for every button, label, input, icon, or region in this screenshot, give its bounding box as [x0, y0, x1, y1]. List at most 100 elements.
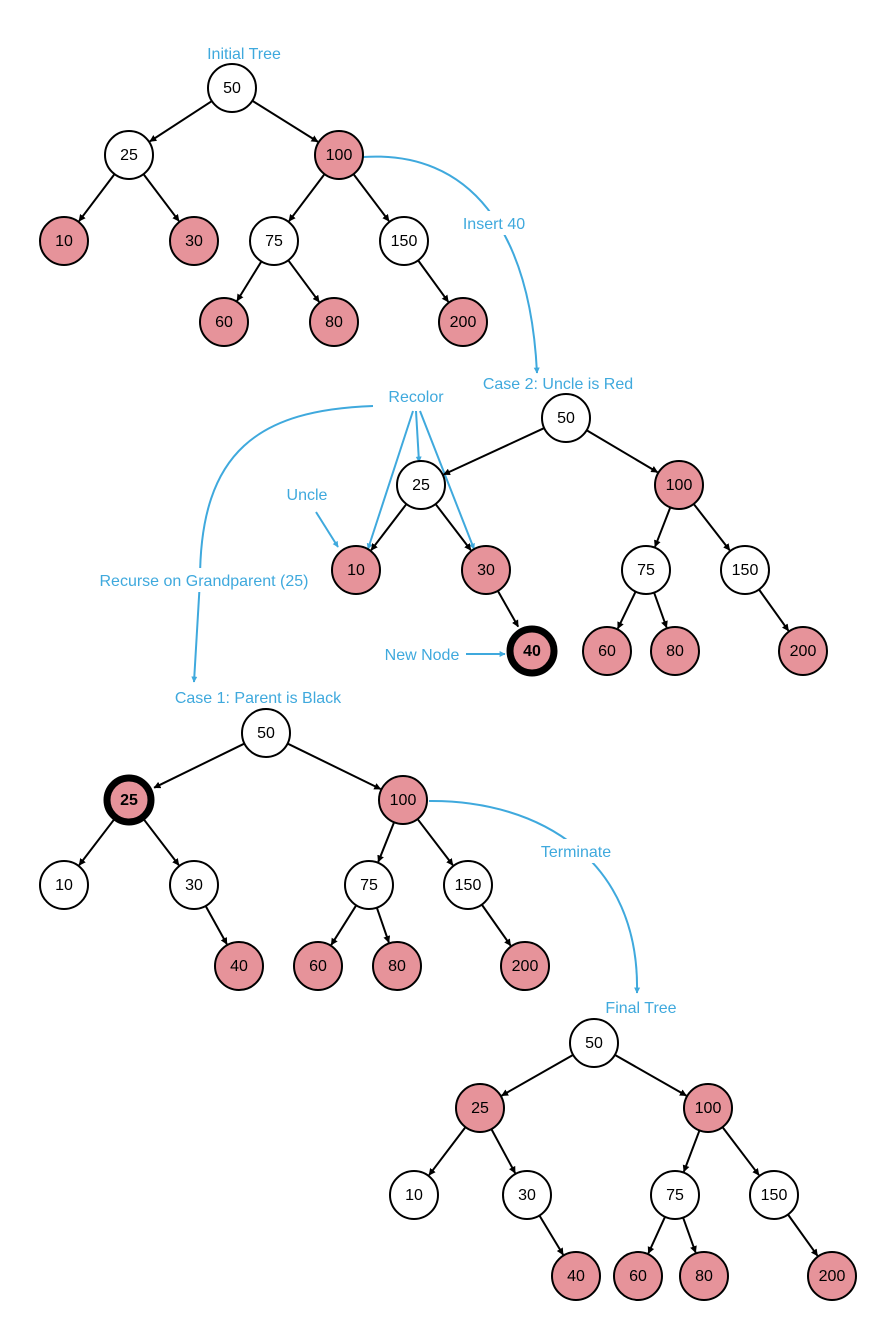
node-circle — [461, 545, 511, 595]
edge-150-200 — [480, 904, 512, 947]
edge-75-60 — [330, 904, 358, 946]
edge-100-150 — [721, 1126, 760, 1176]
node-circle — [455, 1083, 505, 1133]
tree-node-50: 50 — [569, 1018, 619, 1068]
node-circle — [569, 1018, 619, 1068]
node-label: 80 — [325, 314, 343, 331]
edge-30-40 — [496, 590, 520, 628]
edge-75-60 — [647, 1216, 666, 1254]
node-circle — [613, 1251, 663, 1301]
tree-node-150: 150 — [443, 860, 493, 910]
new-node-label: New Node — [385, 647, 460, 664]
tree-node-50: 50 — [207, 63, 257, 113]
node-label: 80 — [388, 958, 406, 975]
recolor-arrow-25 — [415, 410, 422, 463]
edge-75-80 — [653, 592, 668, 629]
tree-node-75: 75 — [621, 545, 671, 595]
tree-node-10: 10 — [389, 1170, 439, 1220]
node-label: 60 — [629, 1268, 647, 1285]
edge-50-25 — [443, 427, 545, 476]
node-label: 200 — [450, 314, 477, 331]
node-label: 60 — [309, 958, 327, 975]
tree-node-25: 25 — [396, 460, 446, 510]
node-circle — [654, 460, 704, 510]
node-label: 75 — [360, 877, 378, 894]
node-label: 10 — [405, 1187, 423, 1204]
node-label: 150 — [732, 562, 759, 579]
tree-node-10: 10 — [331, 545, 381, 595]
tree-node-100: 100 — [378, 775, 428, 825]
node-circle — [582, 626, 632, 676]
edge-25-10 — [78, 818, 116, 866]
node-circle — [621, 545, 671, 595]
node-circle — [807, 1251, 857, 1301]
edge-25-30 — [490, 1128, 516, 1174]
node-circle — [241, 708, 291, 758]
node-circle — [199, 297, 249, 347]
node-label: 75 — [637, 562, 655, 579]
node-circle — [749, 1170, 799, 1220]
edge-100-75 — [377, 821, 396, 863]
tree-node-25: 25 — [104, 130, 154, 180]
insert-arrow — [362, 155, 540, 374]
tree-node-200: 200 — [807, 1251, 857, 1301]
node-label: 100 — [390, 792, 417, 809]
tree-node-30: 30 — [169, 860, 219, 910]
tree-node-10: 10 — [39, 216, 89, 266]
node-circle — [39, 860, 89, 910]
node-circle — [372, 941, 422, 991]
tree-node-30: 30 — [502, 1170, 552, 1220]
edge-50-25 — [149, 100, 213, 143]
edge-25-30 — [434, 503, 472, 551]
node-label: 30 — [477, 562, 495, 579]
recurse-label: Recurse on Grandparent (25) — [100, 573, 309, 590]
edge-50-100 — [287, 742, 382, 790]
tree-node-75: 75 — [344, 860, 394, 910]
node-circle — [344, 860, 394, 910]
node-circle — [502, 1170, 552, 1220]
edge-50-100 — [614, 1054, 687, 1097]
node-circle — [104, 130, 154, 180]
tree-node-80: 80 — [309, 297, 359, 347]
uncle-arrow — [315, 511, 339, 548]
node-circle — [378, 775, 428, 825]
tree-node-100: 100 — [314, 130, 364, 180]
edge-30-40 — [204, 905, 228, 945]
node-label: 200 — [819, 1268, 846, 1285]
tree-node-200: 200 — [778, 626, 828, 676]
recolor-arrow-30 — [419, 410, 475, 550]
node-label: 100 — [695, 1100, 722, 1117]
tree-node-150: 150 — [379, 216, 429, 266]
tree-node-60: 60 — [199, 297, 249, 347]
node-circle — [249, 216, 299, 266]
node-circle — [438, 297, 488, 347]
tree-title-initial: Initial Tree — [207, 46, 281, 63]
node-circle — [720, 545, 770, 595]
node-label: 80 — [695, 1268, 713, 1285]
tree-node-50: 50 — [541, 393, 591, 443]
node-label: 25 — [412, 477, 430, 494]
node-label: 100 — [666, 477, 693, 494]
edge-100-75 — [288, 173, 326, 222]
node-circle — [506, 625, 558, 677]
tree-node-100: 100 — [654, 460, 704, 510]
edge-150-200 — [758, 588, 790, 632]
edge-30-40 — [538, 1215, 564, 1256]
recolor-arrow-10 — [366, 410, 414, 550]
node-circle — [679, 1251, 729, 1301]
tree-node-200: 200 — [500, 941, 550, 991]
recurse-arrow — [191, 405, 374, 683]
node-label: 150 — [455, 877, 482, 894]
tree-node-100: 100 — [683, 1083, 733, 1133]
node-label: 75 — [666, 1187, 684, 1204]
edge-75-80 — [375, 907, 391, 944]
tree-node-80: 80 — [650, 626, 700, 676]
node-label: 200 — [790, 643, 817, 660]
node-circle — [214, 941, 264, 991]
tree-node-40: 40 — [214, 941, 264, 991]
edge-100-150 — [416, 818, 454, 866]
tree-node-60: 60 — [293, 941, 343, 991]
